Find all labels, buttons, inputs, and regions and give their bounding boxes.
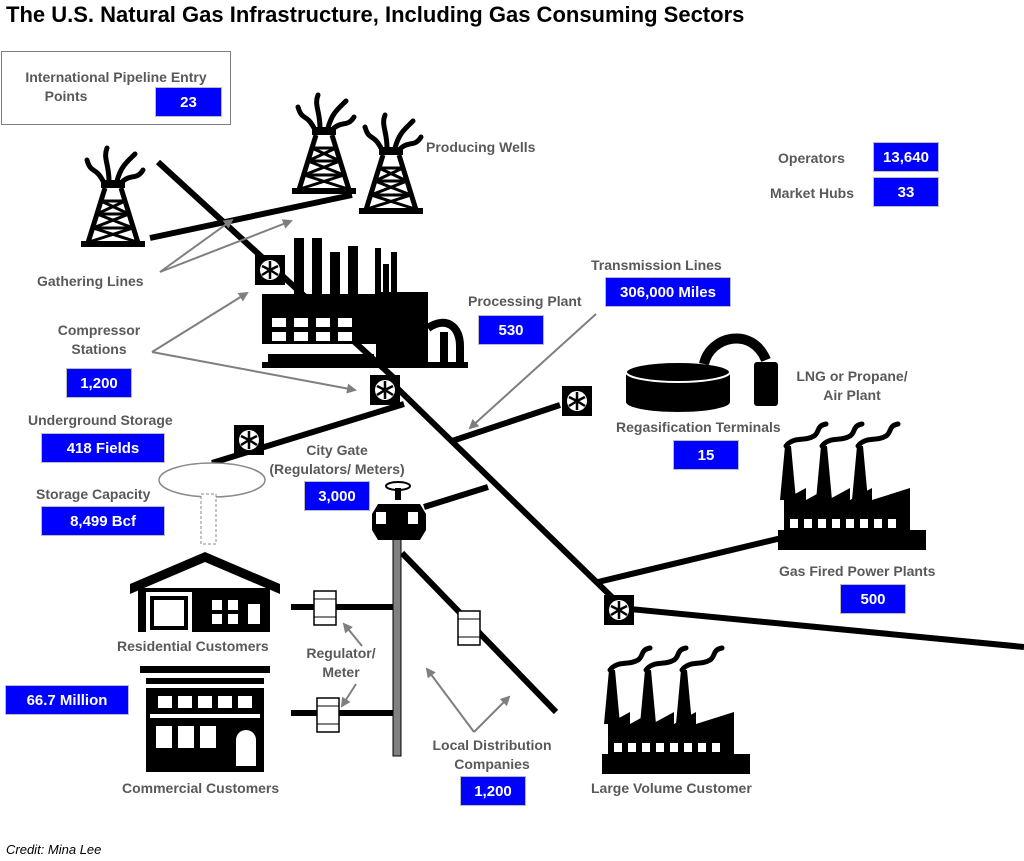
market-hubs-value: 33 bbox=[873, 177, 939, 207]
commercial-label: Commercial Customers bbox=[122, 780, 280, 796]
oil-well-icon bbox=[359, 115, 423, 214]
power-plants-value: 500 bbox=[840, 584, 906, 614]
transmission-lines-label: Transmission Lines bbox=[591, 257, 722, 273]
ldc-value: 1,200 bbox=[460, 776, 526, 806]
oil-well-icon bbox=[292, 95, 356, 194]
compressor-stations-label-line2: Stations bbox=[71, 341, 127, 357]
ldc-label-line1: Local Distribution bbox=[432, 737, 552, 753]
large-volume-label: Large Volume Customer bbox=[591, 780, 752, 796]
lng-label-line2: Air Plant bbox=[823, 387, 881, 403]
factory-icon bbox=[602, 648, 750, 774]
storage-capacity-label: Storage Capacity bbox=[36, 486, 151, 502]
regulator-meter-label-line2: Meter bbox=[322, 664, 360, 680]
lng-label-line1: LNG or Propane/ bbox=[796, 368, 908, 384]
power-plants-label: Gas Fired Power Plants bbox=[779, 563, 936, 579]
operators-value: 13,640 bbox=[873, 142, 939, 172]
pipeline-network bbox=[149, 159, 1024, 716]
diagram-title: The U.S. Natural Gas Infrastructure, Inc… bbox=[6, 2, 745, 27]
underground-storage-value: 418 Fields bbox=[41, 433, 165, 463]
compressor-fan-icon bbox=[368, 373, 402, 407]
meter-icon bbox=[457, 610, 481, 646]
producing-wells-label: Producing Wells bbox=[426, 139, 536, 155]
processing-plant-value: 530 bbox=[478, 315, 544, 345]
valve-icon bbox=[372, 481, 426, 540]
compressor-fan-icon bbox=[560, 384, 594, 418]
storage-capacity-value: 8,499 Bcf bbox=[41, 506, 165, 536]
city-gate-label-line2: (Regulators/ Meters) bbox=[269, 461, 405, 477]
regulator-meter-label-line1: Regulator/ bbox=[306, 645, 376, 661]
processing-plant-label: Processing Plant bbox=[468, 293, 582, 309]
meter-icon bbox=[316, 697, 340, 733]
compressor-stations-label-line1: Compressor bbox=[57, 322, 141, 338]
lng-tank-icon bbox=[625, 333, 778, 412]
credit-text: Credit: Mina Lee bbox=[6, 842, 102, 857]
customers-total-value: 66.7 Million bbox=[5, 685, 129, 715]
city-gate-value: 3,000 bbox=[304, 481, 370, 511]
house-icon bbox=[130, 552, 280, 632]
processing-plant-icon bbox=[262, 238, 468, 368]
meter-icon bbox=[313, 590, 337, 626]
compressor-fan-icon bbox=[602, 593, 636, 627]
regasification-value: 15 bbox=[673, 440, 739, 470]
store-icon bbox=[140, 666, 270, 772]
entry-points-value: 23 bbox=[155, 87, 222, 117]
operators-label: Operators bbox=[778, 150, 845, 166]
annotation-arrows bbox=[151, 218, 597, 733]
ldc-label-line2: Companies bbox=[454, 756, 530, 772]
entry-points-label-line2: Points bbox=[44, 88, 88, 104]
regasification-label: Regasification Terminals bbox=[616, 419, 781, 435]
market-hubs-label: Market Hubs bbox=[770, 185, 855, 201]
factory-icon bbox=[778, 424, 926, 550]
underground-storage-label: Underground Storage bbox=[28, 412, 173, 428]
oil-well-icon bbox=[81, 148, 145, 247]
gathering-lines-label: Gathering Lines bbox=[37, 273, 144, 289]
transmission-lines-value: 306,000 Miles bbox=[605, 277, 731, 307]
city-gate-label-line1: City Gate bbox=[306, 442, 368, 458]
compressor-fan-icon bbox=[253, 253, 287, 287]
entry-points-label-line1: International Pipeline Entry bbox=[25, 69, 207, 85]
residential-label: Residential Customers bbox=[117, 638, 269, 654]
compressor-fan-icon bbox=[232, 423, 266, 457]
distribution-main bbox=[392, 535, 402, 757]
underground-storage-icon bbox=[158, 462, 266, 545]
compressor-stations-value: 1,200 bbox=[66, 368, 132, 398]
